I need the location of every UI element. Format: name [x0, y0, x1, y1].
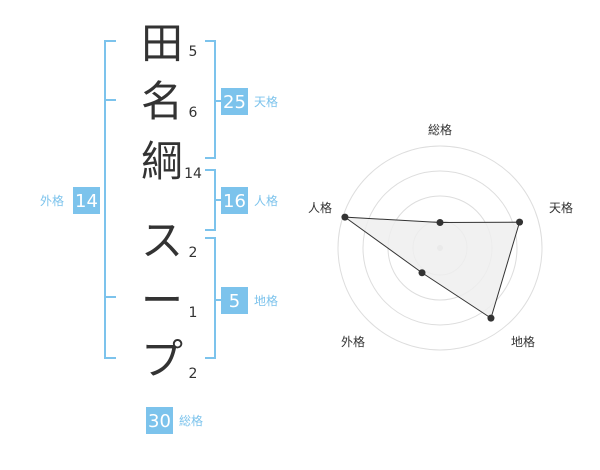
name-char-2: 名	[141, 77, 183, 126]
radar-axis-label-1: 総格	[428, 122, 452, 137]
radar-point-5	[341, 213, 349, 221]
name-char-4: ス	[141, 216, 183, 265]
name-char-1: 田	[141, 19, 183, 68]
radar-axis-label-3: 地格	[511, 334, 535, 349]
chikaku-value-box	[221, 287, 248, 314]
gaikaku-bracket	[104, 40, 116, 359]
name-char-5: ー	[141, 276, 183, 325]
radar-axis-label-2: 天格	[549, 200, 573, 215]
jinkaku-value: 16	[223, 191, 246, 212]
radar-chart: 総格 天格 地格 外格 人格	[308, 122, 573, 351]
name-char-6: プ	[141, 335, 183, 384]
radar-point-1	[436, 219, 444, 226]
radar-point-4	[418, 269, 426, 277]
jinkaku-value-box	[221, 187, 248, 214]
tenkaku-value: 25	[223, 92, 246, 113]
gaikaku-label: 外格	[40, 193, 64, 208]
chikaku-value: 5	[229, 291, 240, 312]
gaikaku-value: 14	[75, 191, 98, 212]
tenkaku-bracket	[205, 40, 221, 159]
name-char-3: 綱	[141, 137, 183, 186]
stroke-count-6: 2	[189, 366, 198, 382]
stroke-count-2: 6	[189, 105, 198, 121]
tenkaku-value-box	[221, 88, 248, 115]
radar-ring-3	[362, 170, 518, 326]
soukaku-value: 30	[148, 411, 171, 432]
radar-point-3	[487, 314, 495, 322]
gaikaku-value-box	[73, 187, 100, 214]
radar-axis-label-4: 外格	[341, 334, 365, 349]
stroke-count-5: 1	[189, 305, 198, 321]
radar-polygon	[343, 216, 521, 319]
stroke-count-1: 5	[189, 44, 198, 60]
radar-point-2	[516, 218, 524, 226]
radar-ring-4	[337, 145, 543, 351]
radar-points	[341, 213, 524, 322]
tenkaku-label: 天格	[254, 94, 278, 109]
chikaku-bracket	[205, 237, 221, 359]
soukaku-label: 総格	[179, 413, 203, 428]
stroke-count-4: 2	[189, 245, 198, 261]
chikaku-label: 地格	[254, 293, 278, 308]
jinkaku-bracket	[205, 169, 221, 231]
radar-axis-label-5: 人格	[308, 200, 332, 215]
soukaku-value-box	[146, 407, 173, 434]
jinkaku-label: 人格	[254, 193, 278, 208]
stroke-count-3: 14	[184, 166, 202, 182]
